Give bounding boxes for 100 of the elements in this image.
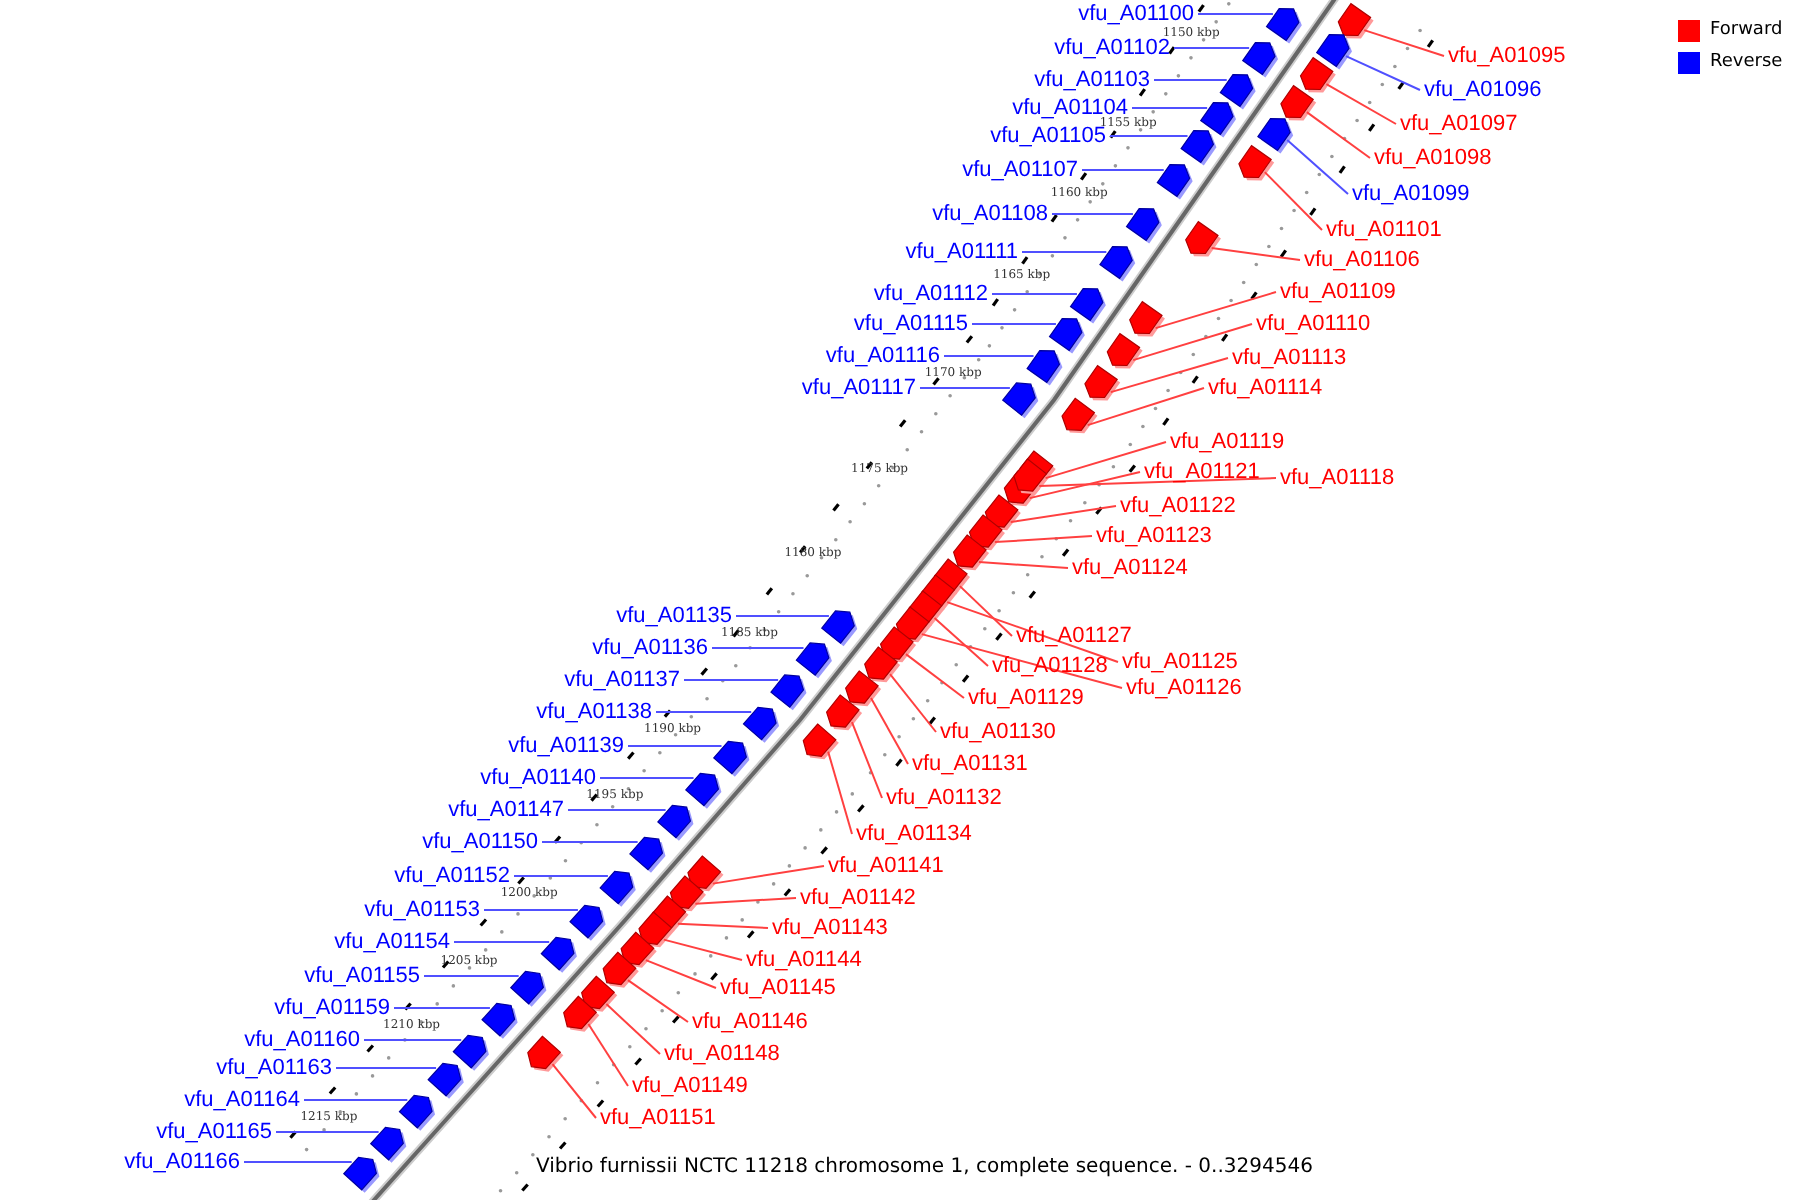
leader-line (1051, 213, 1134, 215)
gene-label: vfu_A01119 (1170, 430, 1285, 456)
gene-label: vfu_A01141 (828, 854, 944, 880)
gene-label: vfu_A01164 (184, 1088, 300, 1114)
leader-line (1028, 471, 1141, 500)
leader-line (513, 875, 609, 877)
gene-label: vfu_A01109 (1280, 280, 1396, 306)
gene-label: vfu_A01165 (156, 1120, 272, 1146)
leader-line (335, 1067, 438, 1069)
gene-label: vfu_A01106 (1304, 248, 1420, 274)
gene-block (342, 1156, 380, 1193)
gene-label: vfu_A01129 (968, 686, 1084, 712)
leader-line (694, 897, 797, 905)
gene-block (369, 1126, 407, 1163)
gene-label: vfu_A01140 (480, 766, 596, 792)
leader-line (1044, 441, 1167, 480)
gene-block (1315, 34, 1352, 70)
gene-block (770, 674, 807, 711)
gene-block (742, 706, 780, 743)
gene-block (1299, 56, 1336, 93)
caption: Vibrio furnissii NCTC 11218 chromosome 1, complete sequence. - 0..3294546 (536, 1154, 1313, 1180)
gene-label: vfu_A01150 (422, 830, 538, 856)
leader-line (735, 615, 830, 617)
leader-line (1153, 79, 1228, 81)
leader-line (991, 293, 1078, 295)
leader-line (827, 750, 853, 835)
leader-line (483, 909, 579, 911)
gene-block (795, 642, 832, 679)
leader-line (958, 585, 1013, 637)
gene-label: vfu_A01096 (1424, 78, 1542, 104)
leader-line (1345, 55, 1421, 91)
leader-line (1021, 251, 1108, 253)
gene-block (1001, 382, 1039, 419)
gene-block (825, 694, 863, 731)
leader-line (933, 617, 989, 667)
gene-block (599, 870, 636, 907)
leader-line (711, 865, 825, 885)
gene-block (1219, 74, 1256, 110)
gene-block (1069, 288, 1106, 324)
gene-label: vfu_A01121 (1144, 460, 1260, 486)
gene-block (1099, 246, 1136, 282)
leader-line (1086, 387, 1205, 427)
gene-block (1048, 318, 1085, 354)
leader-line (567, 809, 667, 811)
leader-line (1305, 111, 1371, 159)
gene-label: vfu_A01166 (124, 1150, 240, 1176)
leader-line (1325, 83, 1397, 125)
gene-block (657, 804, 694, 841)
gene-label: vfu_A01146 (692, 1010, 808, 1036)
gene-label: vfu_A01163 (216, 1056, 332, 1082)
gene-block (1280, 84, 1317, 121)
gene-label: vfu_A01130 (940, 720, 1056, 746)
leader-line (587, 1023, 629, 1087)
gene-block (1106, 332, 1143, 369)
leader-line (904, 653, 965, 699)
gene-label: vfu_A01116 (825, 344, 940, 370)
gene-label: vfu_A01122 (1120, 494, 1236, 520)
gene-label: vfu_A01143 (772, 916, 888, 942)
gene-block (685, 772, 722, 809)
gene-block (1199, 102, 1236, 138)
leader-line (423, 975, 520, 977)
gene-label: vfu_A01108 (932, 202, 1048, 228)
legend-label: Reverse (1710, 50, 1783, 74)
gene-label: vfu_A01095 (1448, 44, 1566, 70)
gene-label: vfu_A01123 (1096, 524, 1212, 550)
gene-label: vfu_A01125 (1122, 650, 1238, 676)
leader-line (1210, 247, 1301, 261)
gene-block (952, 534, 990, 571)
leader-line (870, 697, 909, 765)
gene-label: vfu_A01102 (1054, 36, 1170, 62)
gene-label: vfu_A01118 (1280, 466, 1395, 492)
leader-line (541, 841, 639, 843)
leader-line (644, 959, 717, 989)
gene-block (1337, 2, 1374, 39)
gene-label: vfu_A01132 (886, 786, 1002, 812)
leader-line (1009, 505, 1117, 524)
leader-line (1109, 357, 1229, 394)
gene-block (1125, 208, 1162, 244)
gene-block (1238, 144, 1275, 181)
gene-label: vfu_A01135 (616, 604, 732, 630)
leader-line (626, 979, 689, 1023)
gene-label: vfu_A01124 (1072, 556, 1188, 582)
gene-label: vfu_A01155 (304, 964, 420, 990)
leader-line (655, 711, 753, 713)
leader-line (1131, 107, 1209, 109)
gene-block (1257, 118, 1294, 154)
gene-block (802, 723, 839, 760)
leader-line (1197, 13, 1274, 15)
leader-line (303, 1099, 409, 1101)
legend-label: Forward (1710, 18, 1783, 42)
gene-label: vfu_A01149 (632, 1074, 748, 1100)
leader-line (1132, 323, 1253, 362)
leader-line (1286, 139, 1349, 195)
leader-line (676, 922, 769, 929)
gene-block (820, 610, 858, 647)
leader-line (243, 1161, 353, 1163)
leader-line (889, 673, 937, 733)
gene-label: vfu_A01139 (508, 734, 624, 760)
gene-label: vfu_A01126 (1126, 676, 1242, 702)
leader-line (943, 355, 1035, 357)
